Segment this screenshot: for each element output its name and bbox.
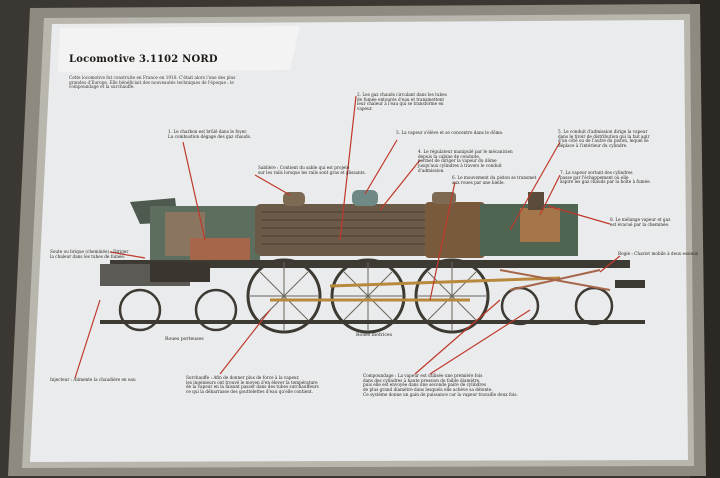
leader-compoundage xyxy=(414,299,501,375)
boiler xyxy=(255,204,430,256)
label-melange: 8. Le mélange vapeur et gaz est évacué p… xyxy=(610,217,671,227)
locomotive-illustration xyxy=(100,190,645,334)
glass-glare xyxy=(58,26,300,72)
label-soute: Soute ou brique (cheminée) : Diriger la … xyxy=(50,249,129,259)
top-fitting xyxy=(432,192,456,204)
leader-piston xyxy=(429,181,456,301)
leader-sortant xyxy=(539,174,561,216)
leader-soute xyxy=(109,251,146,259)
label-gaz: 2. Les gaz chauds circulant dans les tub… xyxy=(357,92,447,112)
label-sortant: 7. La vapeur sortant des cylindres passe… xyxy=(560,170,651,185)
placard-intro: Cette locomotive fut construite en Franc… xyxy=(69,75,236,90)
label-surchauffe: Surchauffe : Afin de donner plus de forc… xyxy=(186,375,319,395)
smokebox xyxy=(425,202,485,258)
leader-regulateur xyxy=(379,159,421,211)
coupling-rods xyxy=(270,276,561,302)
chimney xyxy=(528,192,544,210)
label-sabliere: Sablière : Contient du sable qui est pro… xyxy=(258,165,366,175)
label-piston: 6. Le mouvement du piston se transmet au… xyxy=(452,175,537,185)
boiler-tubes xyxy=(262,211,425,245)
leader-gaz xyxy=(339,95,357,241)
coal-pile xyxy=(150,262,210,282)
label-conduit: 5. Le conduit d'admission dirige la vape… xyxy=(558,129,650,149)
leader-sabliere xyxy=(254,174,291,196)
valve-gear xyxy=(499,269,611,291)
label-compoundage: Compoundage : La vapeur est utilisée une… xyxy=(363,373,518,397)
leader-foyer xyxy=(182,141,206,241)
firebox-interior xyxy=(190,238,250,264)
leader-conduit xyxy=(509,141,561,231)
label-roues-motrices: Roues motrices xyxy=(356,333,393,338)
label-foyer: 1. Le charbon est brûlé dans le foyer. L… xyxy=(168,129,252,139)
rail xyxy=(100,320,645,324)
leader-dome xyxy=(364,139,398,195)
label-dome: 3. La vapeur s'élève et se concentre dan… xyxy=(396,130,504,135)
steam-dome xyxy=(352,190,378,206)
label-roues-porteuses: Roues porteuses xyxy=(165,337,204,342)
placard-title: Locomotive 3.1102 NORD xyxy=(69,54,218,65)
cylinder-front xyxy=(520,208,560,242)
leader-lines xyxy=(74,95,621,379)
leader-surchauffe xyxy=(219,309,271,375)
label-bogie: Bogie : Chariot mobile à deux essieux xyxy=(618,251,699,256)
label-regulateur: 4. Le régulateur manipulé par le mécanic… xyxy=(418,149,513,173)
running-board xyxy=(110,260,630,268)
driving-wheels xyxy=(246,258,490,334)
leader-compoundage-2 xyxy=(429,309,531,375)
front-buffer xyxy=(615,280,645,288)
leader-melange xyxy=(547,205,611,225)
leader-bogie xyxy=(599,255,621,273)
leader-injecteur xyxy=(74,299,101,379)
label-injecteur: Injecteur : Alimente la chaudière en eau xyxy=(50,377,136,382)
sand-dome xyxy=(283,192,305,206)
